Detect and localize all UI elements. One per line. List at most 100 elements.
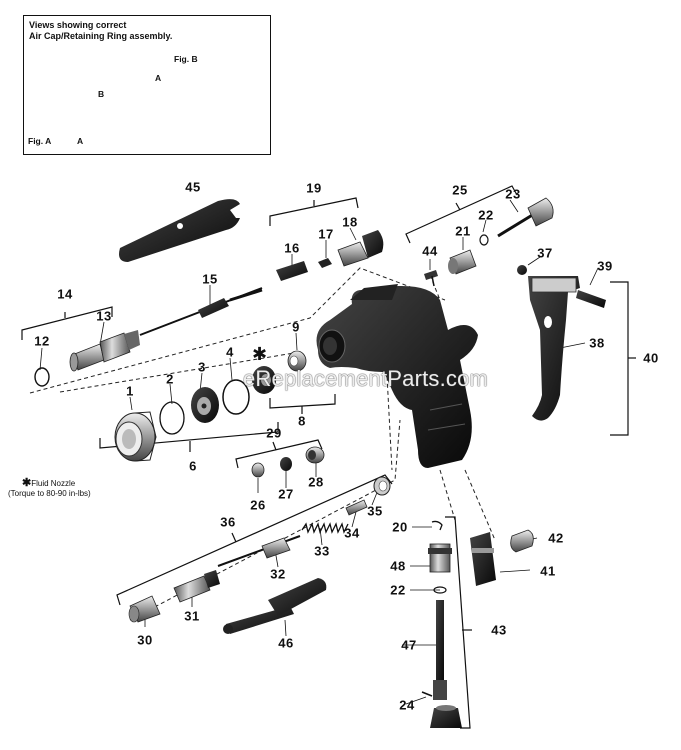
screw-part-44	[424, 270, 438, 287]
callout-18: 18	[342, 214, 358, 230]
callout-34: 34	[344, 525, 360, 541]
callout-19: 19	[306, 180, 322, 196]
spring-part-33	[301, 522, 349, 534]
callout-22-lower: 22	[390, 582, 406, 598]
callout-20: 20	[392, 519, 408, 535]
air-cap-part-3	[191, 387, 219, 423]
inset-title: Views showing correct Air Cap/Retaining …	[29, 20, 172, 42]
callout-28: 28	[308, 474, 324, 490]
arrow-a-label-lower: A	[77, 136, 84, 146]
callout-6: 6	[189, 458, 197, 474]
callout-22-upper: 22	[478, 207, 494, 223]
ring-part-22-lower	[433, 586, 447, 594]
fig-b-label: Fig. B	[174, 54, 198, 64]
note-torque: (Torque to 80-90 in-lbs)	[8, 489, 91, 498]
callout-47: 47	[401, 637, 417, 653]
o-ring-part-12	[34, 367, 50, 387]
watermark-text: eReplacementParts.com	[243, 366, 489, 391]
fitting-part-41	[470, 532, 496, 586]
fitting-part-48	[428, 543, 452, 573]
callout-13: 13	[96, 308, 112, 324]
callout-12: 12	[34, 333, 50, 349]
callout-38: 38	[589, 335, 605, 351]
arrow-b-label: B	[98, 89, 105, 99]
callout-30: 30	[137, 632, 153, 648]
nut-part-43-bottom	[430, 705, 462, 728]
callout-27: 27	[278, 486, 294, 502]
adjusting-valve-part-31	[173, 570, 220, 603]
gasket-part-2	[159, 401, 185, 435]
callout-43: 43	[491, 622, 507, 638]
callout-31: 31	[184, 608, 200, 624]
brackets	[21, 185, 636, 729]
valve-part-13	[69, 330, 140, 372]
trigger-part-38	[528, 276, 580, 421]
callout-45: 45	[185, 179, 201, 195]
valve-part-28	[305, 446, 325, 464]
screw-part-37	[517, 265, 527, 275]
spanner-wrench-part-45	[119, 199, 240, 262]
fluid-tube-part-47	[433, 600, 447, 700]
seal-part-26	[251, 462, 265, 478]
needle-part-15	[139, 287, 263, 336]
callout-40: 40	[643, 350, 659, 366]
valve-part-34	[345, 499, 368, 516]
clip-part-20	[431, 520, 443, 531]
callout-25: 25	[452, 182, 468, 198]
inset-title-line-1: Views showing correct	[29, 20, 127, 30]
fig-a-label: Fig. A	[28, 136, 52, 146]
fluid-nozzle-star-icon: ✱	[252, 344, 268, 365]
callout-8: 8	[298, 413, 306, 429]
pin-part-39	[576, 290, 606, 308]
callout-41: 41	[540, 563, 556, 579]
callout-39: 39	[597, 258, 613, 274]
callout-26: 26	[250, 497, 266, 513]
plug-part-42	[510, 529, 534, 553]
spring-part-27	[280, 457, 292, 471]
valve-stem-part-32	[217, 535, 301, 567]
callout-17: 17	[318, 226, 334, 242]
retaining-ring-part-1	[114, 411, 157, 462]
callout-48: 48	[390, 558, 406, 574]
fan-valve-body-part-21	[448, 249, 477, 275]
callout-33: 33	[314, 543, 330, 559]
fluid-nozzle-note: ✱Fluid Nozzle (Torque to 80-90 in-lbs)	[8, 478, 91, 499]
spray-gun-body	[316, 284, 478, 468]
callout-32: 32	[270, 566, 286, 582]
knob-part-30	[128, 595, 161, 623]
callout-14: 14	[57, 286, 73, 302]
callout-4: 4	[226, 344, 234, 360]
callout-36: 36	[220, 514, 236, 530]
callout-44: 44	[422, 243, 438, 259]
ring-part-22-upper	[479, 234, 489, 246]
callout-24: 24	[399, 697, 415, 713]
callout-9: 9	[292, 319, 300, 335]
callout-21: 21	[455, 223, 471, 239]
callout-2: 2	[166, 371, 174, 387]
seat-part-35	[373, 476, 391, 496]
note-title: Fluid Nozzle	[31, 479, 76, 488]
callout-46: 46	[278, 635, 294, 651]
spacer-part-16	[276, 261, 308, 281]
baffle-part-5	[222, 379, 250, 415]
arrow-a-label-upper: A	[155, 73, 162, 83]
callout-16: 16	[284, 240, 300, 256]
pin-part-24	[421, 691, 433, 697]
callout-3: 3	[198, 359, 206, 375]
inset-views-box: Views showing correct Air Cap/Retaining …	[23, 15, 271, 155]
note-star-icon: ✱	[22, 477, 32, 489]
callout-42: 42	[548, 530, 564, 546]
guide-lines	[29, 267, 496, 621]
inset-title-line-2: Air Cap/Retaining Ring assembly.	[29, 31, 173, 41]
fan-valve-part-23	[497, 197, 554, 238]
packing-nut-part-18	[337, 230, 384, 267]
callout-1: 1	[126, 383, 134, 399]
cleaning-brush-part-46	[223, 578, 327, 634]
callout-23: 23	[505, 186, 521, 202]
callout-15: 15	[202, 271, 218, 287]
seal-part-9	[287, 350, 307, 372]
callout-35: 35	[367, 503, 383, 519]
clip-part-17	[318, 258, 332, 268]
callout-29: 29	[266, 425, 282, 441]
